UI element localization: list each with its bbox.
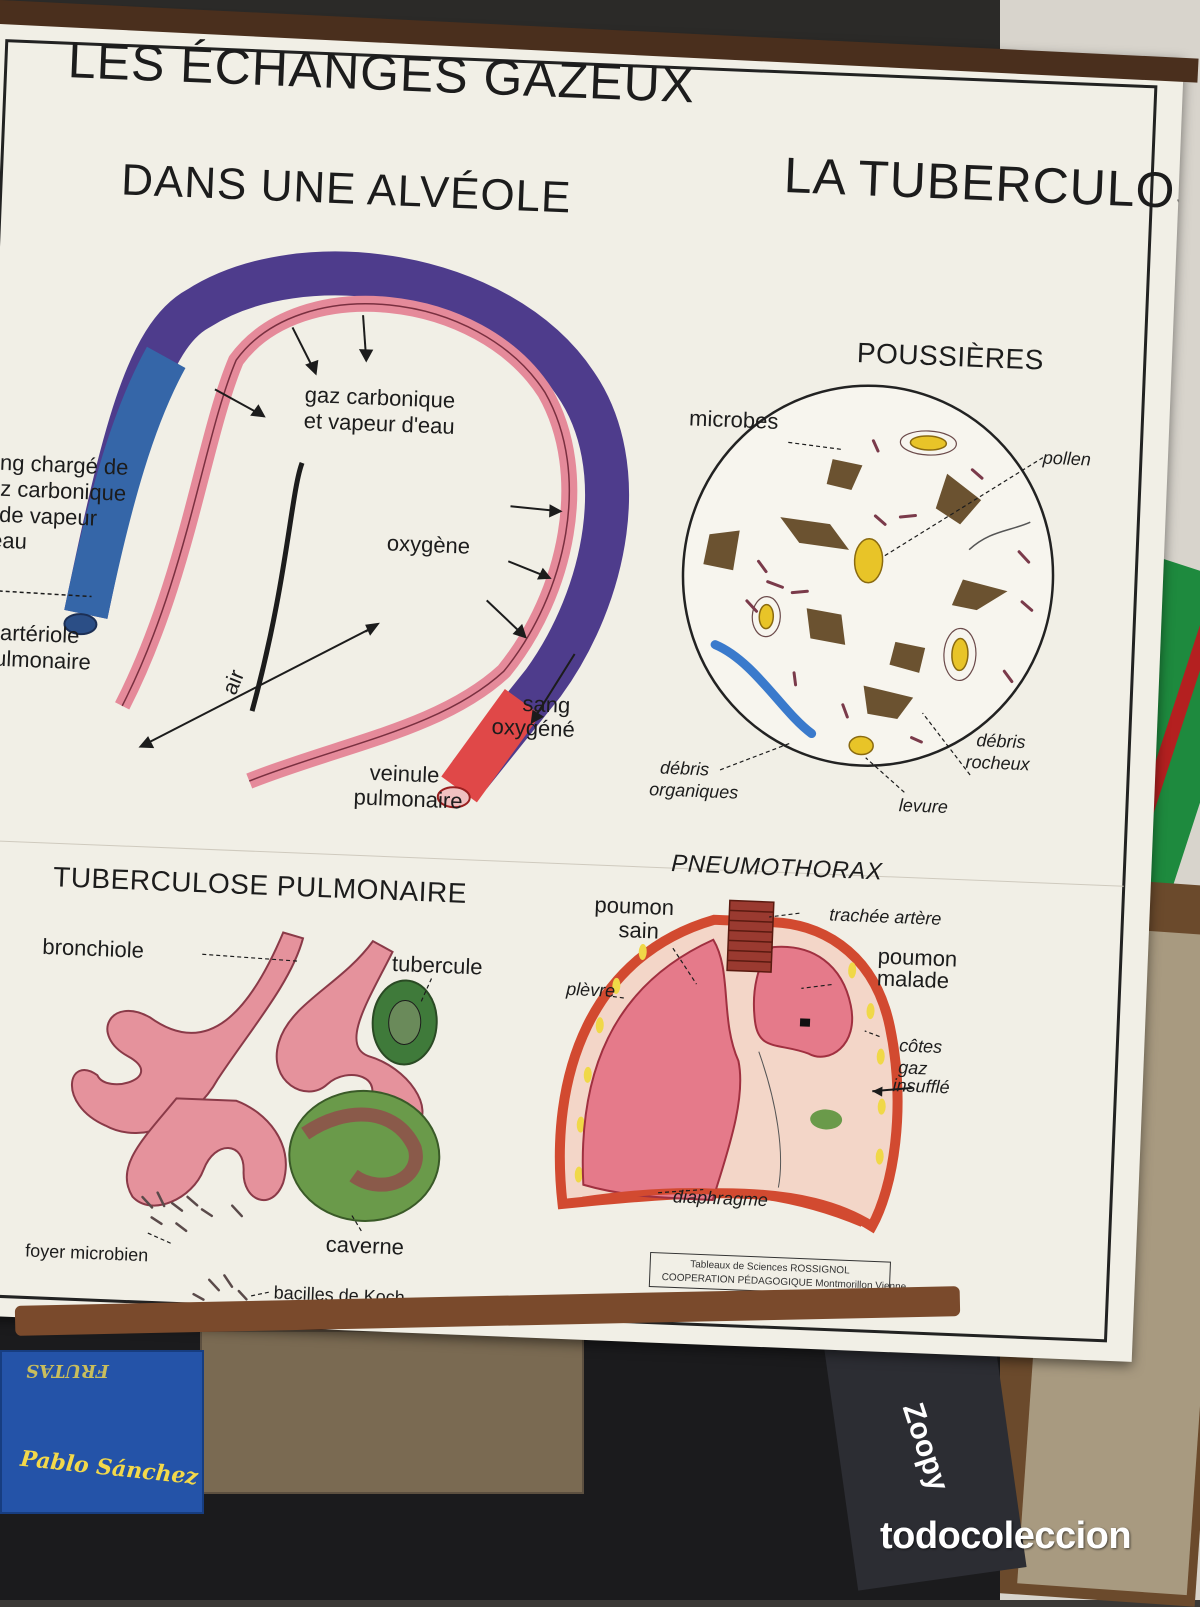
venule-opening [436, 786, 471, 809]
label-oxygene: oxygène [386, 530, 471, 559]
bronchiole-branches [70, 931, 424, 1207]
poster-illustrations [0, 39, 1158, 1343]
crease [0, 839, 1124, 887]
venule-vessel [441, 689, 541, 803]
pollen-grains [758, 435, 969, 756]
label-sang-charge-4: d'eau [0, 526, 28, 554]
label-caverne: caverne [325, 1231, 405, 1260]
label-veinule-pulmonaire: pulmonaire [353, 784, 463, 814]
label-diaphragme: diaphragme [672, 1186, 769, 1211]
label-oxygene-sang: oxygéné [491, 713, 576, 743]
label-plevre: plèvre [565, 978, 616, 1001]
mediastinum-spot [810, 1109, 843, 1130]
label-veinule: veinule [369, 759, 440, 788]
pneumo-leaders [605, 912, 880, 1194]
label-tubercule: tubercule [391, 950, 484, 980]
poster: LES ÉCHANGES GAZEUX DANS UNE ALVÉOLE LA … [0, 10, 1185, 1362]
organic-debris [710, 640, 817, 739]
ribs [574, 943, 886, 1183]
label-sang-charge-2: gaz carbonique [0, 474, 127, 506]
blue-box-label-top: FRUTAS [26, 1360, 109, 1381]
lung-edge [758, 1051, 782, 1188]
label-cotes: côtes [898, 1035, 943, 1058]
gas-arrows [138, 315, 576, 749]
label-microbes: microbes [688, 405, 779, 434]
cavern-bronchiole [301, 1107, 423, 1192]
blue-box [0, 1350, 204, 1514]
alveole-inner-wall [249, 462, 305, 712]
sang-charge-leader [0, 589, 92, 598]
label-debris-rocheux-2: rocheux [965, 751, 1031, 775]
tubercle-core [388, 999, 422, 1045]
alveole-wall-edge [121, 303, 570, 782]
diaphragm [582, 1188, 864, 1227]
rock-debris [703, 459, 1008, 719]
dust-leaders [719, 441, 1044, 793]
microbes [745, 439, 1034, 744]
tb-leaders [145, 953, 433, 1298]
pollen-shells [751, 430, 977, 682]
watermark: todocoleccion [880, 1515, 1132, 1557]
lesion [799, 1018, 811, 1027]
label-arteriole-pulmonaire: pulmonaire [0, 645, 92, 675]
fiber [968, 521, 1031, 551]
label-gaz-2: insufflé [892, 1075, 950, 1098]
trachea-rings [727, 909, 774, 963]
trachea [726, 899, 775, 973]
arteriole-vessel [64, 346, 186, 619]
label-poumon-sain-2: sain [618, 916, 660, 944]
arteriole-opening [63, 613, 98, 636]
label-sang-charge-1: sang chargé de [0, 448, 129, 480]
label-sang: sang [522, 690, 571, 718]
label-bronchiole: bronchiole [41, 933, 145, 963]
cardboard-box [200, 1330, 584, 1494]
healthy-lung [581, 938, 742, 1201]
koch-bacilli [141, 1191, 248, 1301]
label-arteriole: artériole [0, 619, 80, 649]
gas-arrow-head [872, 1086, 883, 1097]
diseased-lung [752, 945, 854, 1058]
label-poumon-sain-1: poumon [594, 891, 675, 921]
label-debris-organiques-1: débris [659, 757, 710, 780]
label-debris-organiques-2: organiques [648, 779, 739, 803]
label-sang-charge-3: et de vapeur [0, 501, 98, 531]
label-poumon-malade-2: malade [876, 965, 950, 994]
label-levure: levure [898, 795, 949, 818]
label-debris-rocheux-1: débris [976, 730, 1026, 753]
label-pollen: pollen [1042, 447, 1092, 470]
